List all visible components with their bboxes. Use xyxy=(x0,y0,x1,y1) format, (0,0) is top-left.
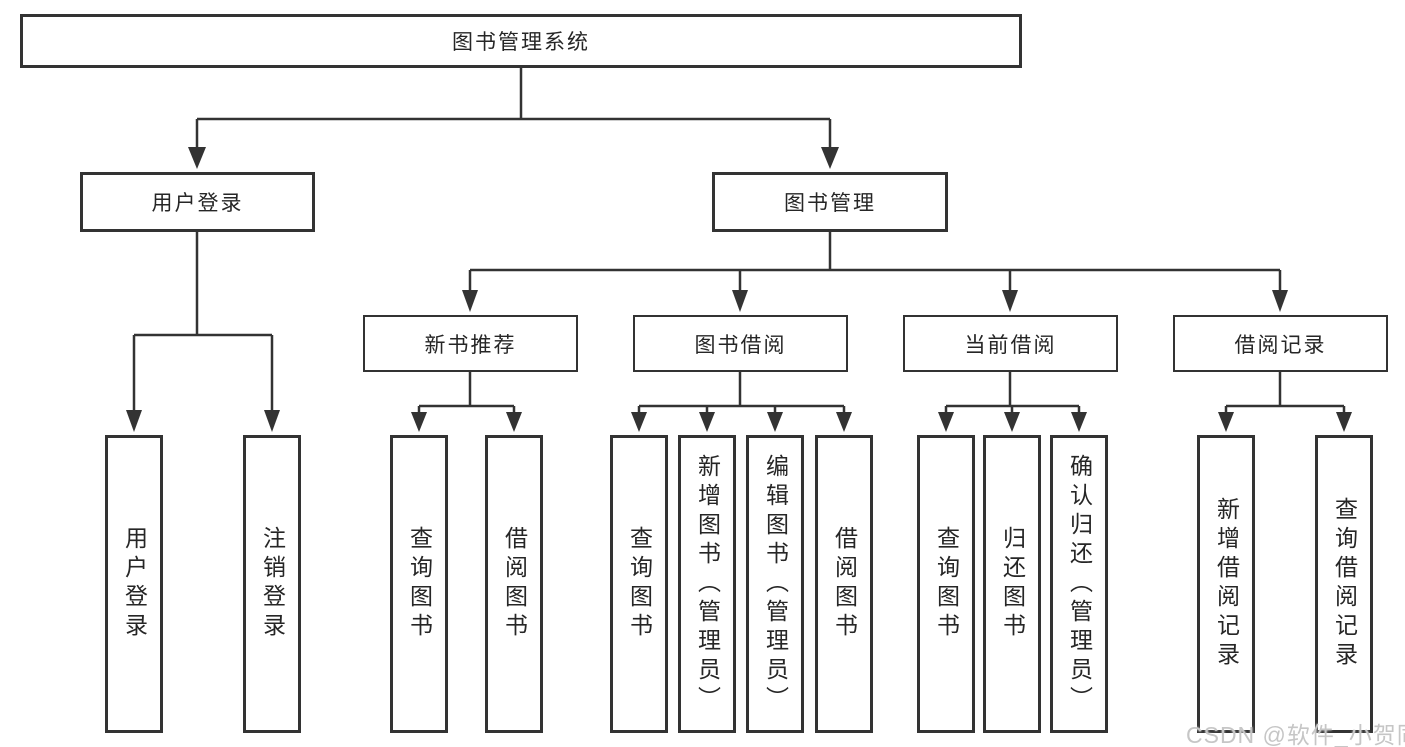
leaf-query-books-rec: 查询图书 xyxy=(390,435,448,733)
edge-root-trunk xyxy=(195,68,832,150)
leaf-borrow-books-label: 借阅图书 xyxy=(831,526,858,642)
edge-borrow-records-trunk xyxy=(1224,372,1346,416)
arrow-leaf-return xyxy=(1004,412,1020,432)
node-user-login-group-label: 用户登录 xyxy=(151,192,244,215)
node-current-borrow: 当前借阅 xyxy=(903,315,1118,372)
arrow-leaf-user-login xyxy=(126,410,142,432)
leaf-query-books-borrow: 查询图书 xyxy=(610,435,668,733)
node-book-borrow-label: 图书借阅 xyxy=(694,333,787,357)
edge-book-mgmt-trunk xyxy=(468,232,1282,294)
node-new-book-rec: 新书推荐 xyxy=(363,315,578,372)
leaf-confirm-return-admin-label: 确认归还（管理员） xyxy=(1066,453,1093,715)
arrow-leaf-query-record xyxy=(1336,412,1352,432)
arrow-leaf-logout xyxy=(264,410,280,432)
leaf-query-books-current-label: 查询图书 xyxy=(933,526,960,642)
leaf-query-books-rec-label: 查询图书 xyxy=(406,526,433,642)
leaf-logout-label: 注销登录 xyxy=(259,526,286,642)
arrow-user-login-group xyxy=(188,147,206,169)
arrow-leaf-borrow-1 xyxy=(506,412,522,432)
arrow-leaf-borrow-2 xyxy=(836,412,852,432)
leaf-add-borrow-record-label: 新增借阅记录 xyxy=(1213,497,1240,671)
node-user-login-group: 用户登录 xyxy=(80,172,315,232)
arrow-leaf-confirm-return xyxy=(1071,412,1087,432)
arrow-leaf-add-record xyxy=(1218,412,1234,432)
leaf-query-books-current: 查询图书 xyxy=(917,435,975,733)
leaf-return-books: 归还图书 xyxy=(983,435,1041,733)
node-book-mgmt-label: 图书管理 xyxy=(784,192,876,215)
node-root-system: 图书管理系统 xyxy=(20,14,1022,68)
leaf-return-books-label: 归还图书 xyxy=(999,526,1026,642)
leaf-borrow-books: 借阅图书 xyxy=(815,435,873,733)
arrow-leaf-query-2 xyxy=(631,412,647,432)
arrow-current-borrow xyxy=(1002,290,1018,312)
arrow-leaf-add-book xyxy=(699,412,715,432)
leaf-add-borrow-record: 新增借阅记录 xyxy=(1197,435,1255,733)
edge-current-borrow-trunk xyxy=(944,372,1081,416)
arrow-borrow-records xyxy=(1272,290,1288,312)
arrow-leaf-query-3 xyxy=(938,412,954,432)
node-new-book-rec-label: 新书推荐 xyxy=(424,333,517,357)
arrow-book-mgmt xyxy=(821,147,839,169)
leaf-add-book-admin-label: 新增图书（管理员） xyxy=(694,453,721,715)
edge-user-login-trunk xyxy=(132,232,274,414)
node-current-borrow-label: 当前借阅 xyxy=(964,333,1057,357)
arrow-leaf-query-1 xyxy=(411,412,427,432)
node-book-borrow: 图书借阅 xyxy=(633,315,848,372)
leaf-user-login-label: 用户登录 xyxy=(121,526,148,642)
leaf-confirm-return-admin: 确认归还（管理员） xyxy=(1050,435,1108,733)
leaf-query-borrow-record: 查询借阅记录 xyxy=(1315,435,1373,733)
leaf-query-books-borrow-label: 查询图书 xyxy=(626,526,653,642)
node-root-label: 图书管理系统 xyxy=(452,31,590,54)
edge-new-book-rec-trunk xyxy=(417,372,516,416)
leaf-borrow-books-rec-label: 借阅图书 xyxy=(501,526,528,642)
edge-book-borrow-trunk xyxy=(637,372,846,416)
node-borrow-records-label: 借阅记录 xyxy=(1234,333,1327,357)
leaf-add-book-admin: 新增图书（管理员） xyxy=(678,435,736,733)
arrow-book-borrow xyxy=(732,290,748,312)
arrow-new-book-rec xyxy=(462,290,478,312)
leaf-user-login: 用户登录 xyxy=(105,435,163,733)
node-borrow-records: 借阅记录 xyxy=(1173,315,1388,372)
leaf-edit-book-admin-label: 编辑图书（管理员） xyxy=(762,453,789,715)
csdn-watermark: CSDN @软件_小贺同学 xyxy=(1186,722,1405,747)
arrow-leaf-edit-book xyxy=(767,412,783,432)
node-book-mgmt: 图书管理 xyxy=(712,172,948,232)
leaf-edit-book-admin: 编辑图书（管理员） xyxy=(746,435,804,733)
leaf-logout: 注销登录 xyxy=(243,435,301,733)
leaf-query-borrow-record-label: 查询借阅记录 xyxy=(1331,497,1358,671)
leaf-borrow-books-rec: 借阅图书 xyxy=(485,435,543,733)
